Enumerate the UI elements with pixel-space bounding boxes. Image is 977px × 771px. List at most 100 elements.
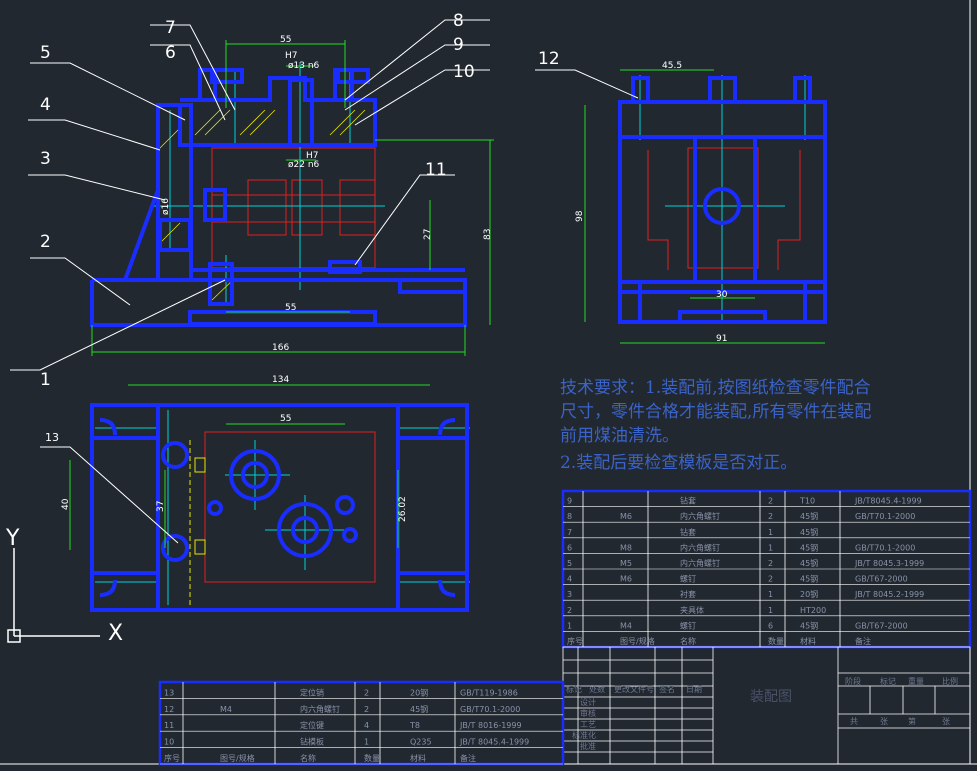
table-cell: 2 (768, 512, 773, 521)
right-footer-no: 第 (908, 716, 916, 726)
drawing-name: 装配图 (750, 689, 792, 705)
ucs-x-label: X (108, 621, 123, 646)
table-cell: 45钢 (800, 527, 818, 537)
leader-label-3: 3 (40, 149, 51, 169)
table-cell: 6 (567, 543, 572, 552)
dim-front-hole-fit: H7 (285, 51, 298, 61)
table-cell: 12 (164, 705, 174, 714)
top-hatch (189, 440, 206, 610)
tech-note-line-2: 尺寸，零件合格才能装配,所有零件在装配 (560, 402, 872, 422)
table-cell: 45钢 (800, 620, 818, 630)
front-leaders (10, 19, 490, 371)
dim-front-vertical-dia: ø16 (161, 198, 171, 215)
dim-front-hole-dia: ø13 n6 (288, 61, 320, 71)
table-header-cell: 数量 (768, 636, 784, 646)
table-cell: 钻模板 (300, 737, 324, 747)
table-cell: HT200 (800, 606, 826, 615)
table-cell: 1 (768, 606, 773, 615)
dim-top-40: 40 (61, 498, 71, 510)
table-header-cell: 名称 (300, 753, 316, 763)
dim-front-27: 27 (423, 229, 433, 240)
right-header-mark: 标记 (880, 676, 896, 686)
table-cell: 1 (768, 543, 773, 552)
dim-front-bottom-55: 55 (285, 303, 296, 313)
front-outline (90, 68, 467, 327)
sign-row-change-doc: 更改文件号 (614, 684, 654, 694)
table-cell: M6 (620, 512, 632, 521)
leader-label-11: 11 (425, 160, 447, 180)
table-cell: 4 (364, 721, 369, 730)
side-view: 12 45.5 98 30 91 (535, 49, 827, 344)
table-cell: GB/T70.1-2000 (855, 512, 915, 521)
table-cell: JB/T8045.4-1999 (854, 497, 922, 506)
leader-label-5: 5 (40, 43, 51, 63)
table-cell: 1 (567, 621, 572, 630)
leader-label-8: 8 (453, 11, 464, 31)
role-review: 审核 (580, 708, 596, 718)
table-cell: 定位销 (300, 687, 324, 697)
ucs-icon (7, 548, 100, 643)
table-cell: 螺钉 (680, 574, 696, 584)
dim-side-30: 30 (716, 290, 728, 300)
table-cell: 内六角螺钉 (680, 558, 720, 568)
table-cell: M4 (620, 621, 632, 630)
table-cell: 2 (768, 559, 773, 568)
dim-front-166: 166 (272, 343, 289, 353)
table-header-cell: 材料 (410, 753, 426, 763)
table-cell: 10 (164, 738, 174, 747)
front-hatch (157, 109, 366, 301)
table-cell: 45钢 (800, 511, 818, 521)
table-cell: 20钢 (410, 687, 428, 697)
table-header-cell: 材料 (800, 636, 816, 646)
dim-front-bush-fit: H7 (306, 151, 319, 161)
table-cell: 20钢 (800, 589, 818, 599)
sign-row-count: 处数 (589, 684, 605, 694)
table-cell: 衬套 (680, 589, 696, 599)
table-cell: 7 (567, 528, 572, 537)
table-cell: GB/T70.1-2000 (460, 705, 520, 714)
table-cell: 45钢 (410, 704, 428, 714)
leader-label-9: 9 (453, 35, 464, 55)
front-view: 1 2 3 4 5 6 7 8 9 10 11 55 H7 ø13 n6 H7 … (10, 11, 494, 390)
table-cell: GB/T119-1986 (460, 688, 518, 697)
role-process: 工艺 (580, 720, 596, 729)
table-cell: 45钢 (800, 542, 818, 552)
tech-note-line-3: 前用煤油清洗。 (560, 426, 679, 446)
table-cell: 8 (567, 512, 572, 521)
dim-top-55: 55 (280, 414, 291, 424)
table-cell: 螺钉 (680, 620, 696, 630)
table-cell: JB/T 8045.2-1999 (854, 590, 924, 599)
table-cell: 2 (768, 497, 773, 506)
right-header-stage: 阶段 (845, 676, 861, 686)
right-header-weight: 重量 (908, 676, 924, 686)
table-cell: 4 (567, 575, 572, 584)
table-cell: 45钢 (800, 558, 818, 568)
table-cell: 2 (364, 705, 369, 714)
side-centerlines (639, 75, 806, 320)
leader-label-4: 4 (40, 95, 51, 115)
table-cell: 内六角螺钉 (680, 542, 720, 552)
table-cell: 13 (164, 688, 174, 697)
table-cell: 1 (768, 528, 773, 537)
table-cell: 1 (364, 738, 369, 747)
table-cell: 45钢 (800, 574, 818, 584)
table-cell: GB/T67-2000 (855, 621, 908, 630)
role-standard: 标准化 (572, 730, 596, 740)
table-cell: M4 (220, 705, 232, 714)
leader-label-2: 2 (40, 232, 51, 252)
table-cell: M6 (620, 575, 632, 584)
leader-label-12: 12 (538, 49, 560, 69)
sign-row-mark: 标记 (566, 684, 582, 694)
table-header-cell: 序号 (164, 753, 180, 763)
table-cell: 3 (567, 590, 572, 599)
dim-top-37: 37 (156, 501, 166, 512)
top-hidden-lines (204, 431, 376, 583)
table-cell: JB/T 8045.4-1999 (459, 738, 529, 747)
right-footer-sheets: 张 (880, 717, 888, 726)
table-header-cell: 序号 (567, 636, 583, 646)
